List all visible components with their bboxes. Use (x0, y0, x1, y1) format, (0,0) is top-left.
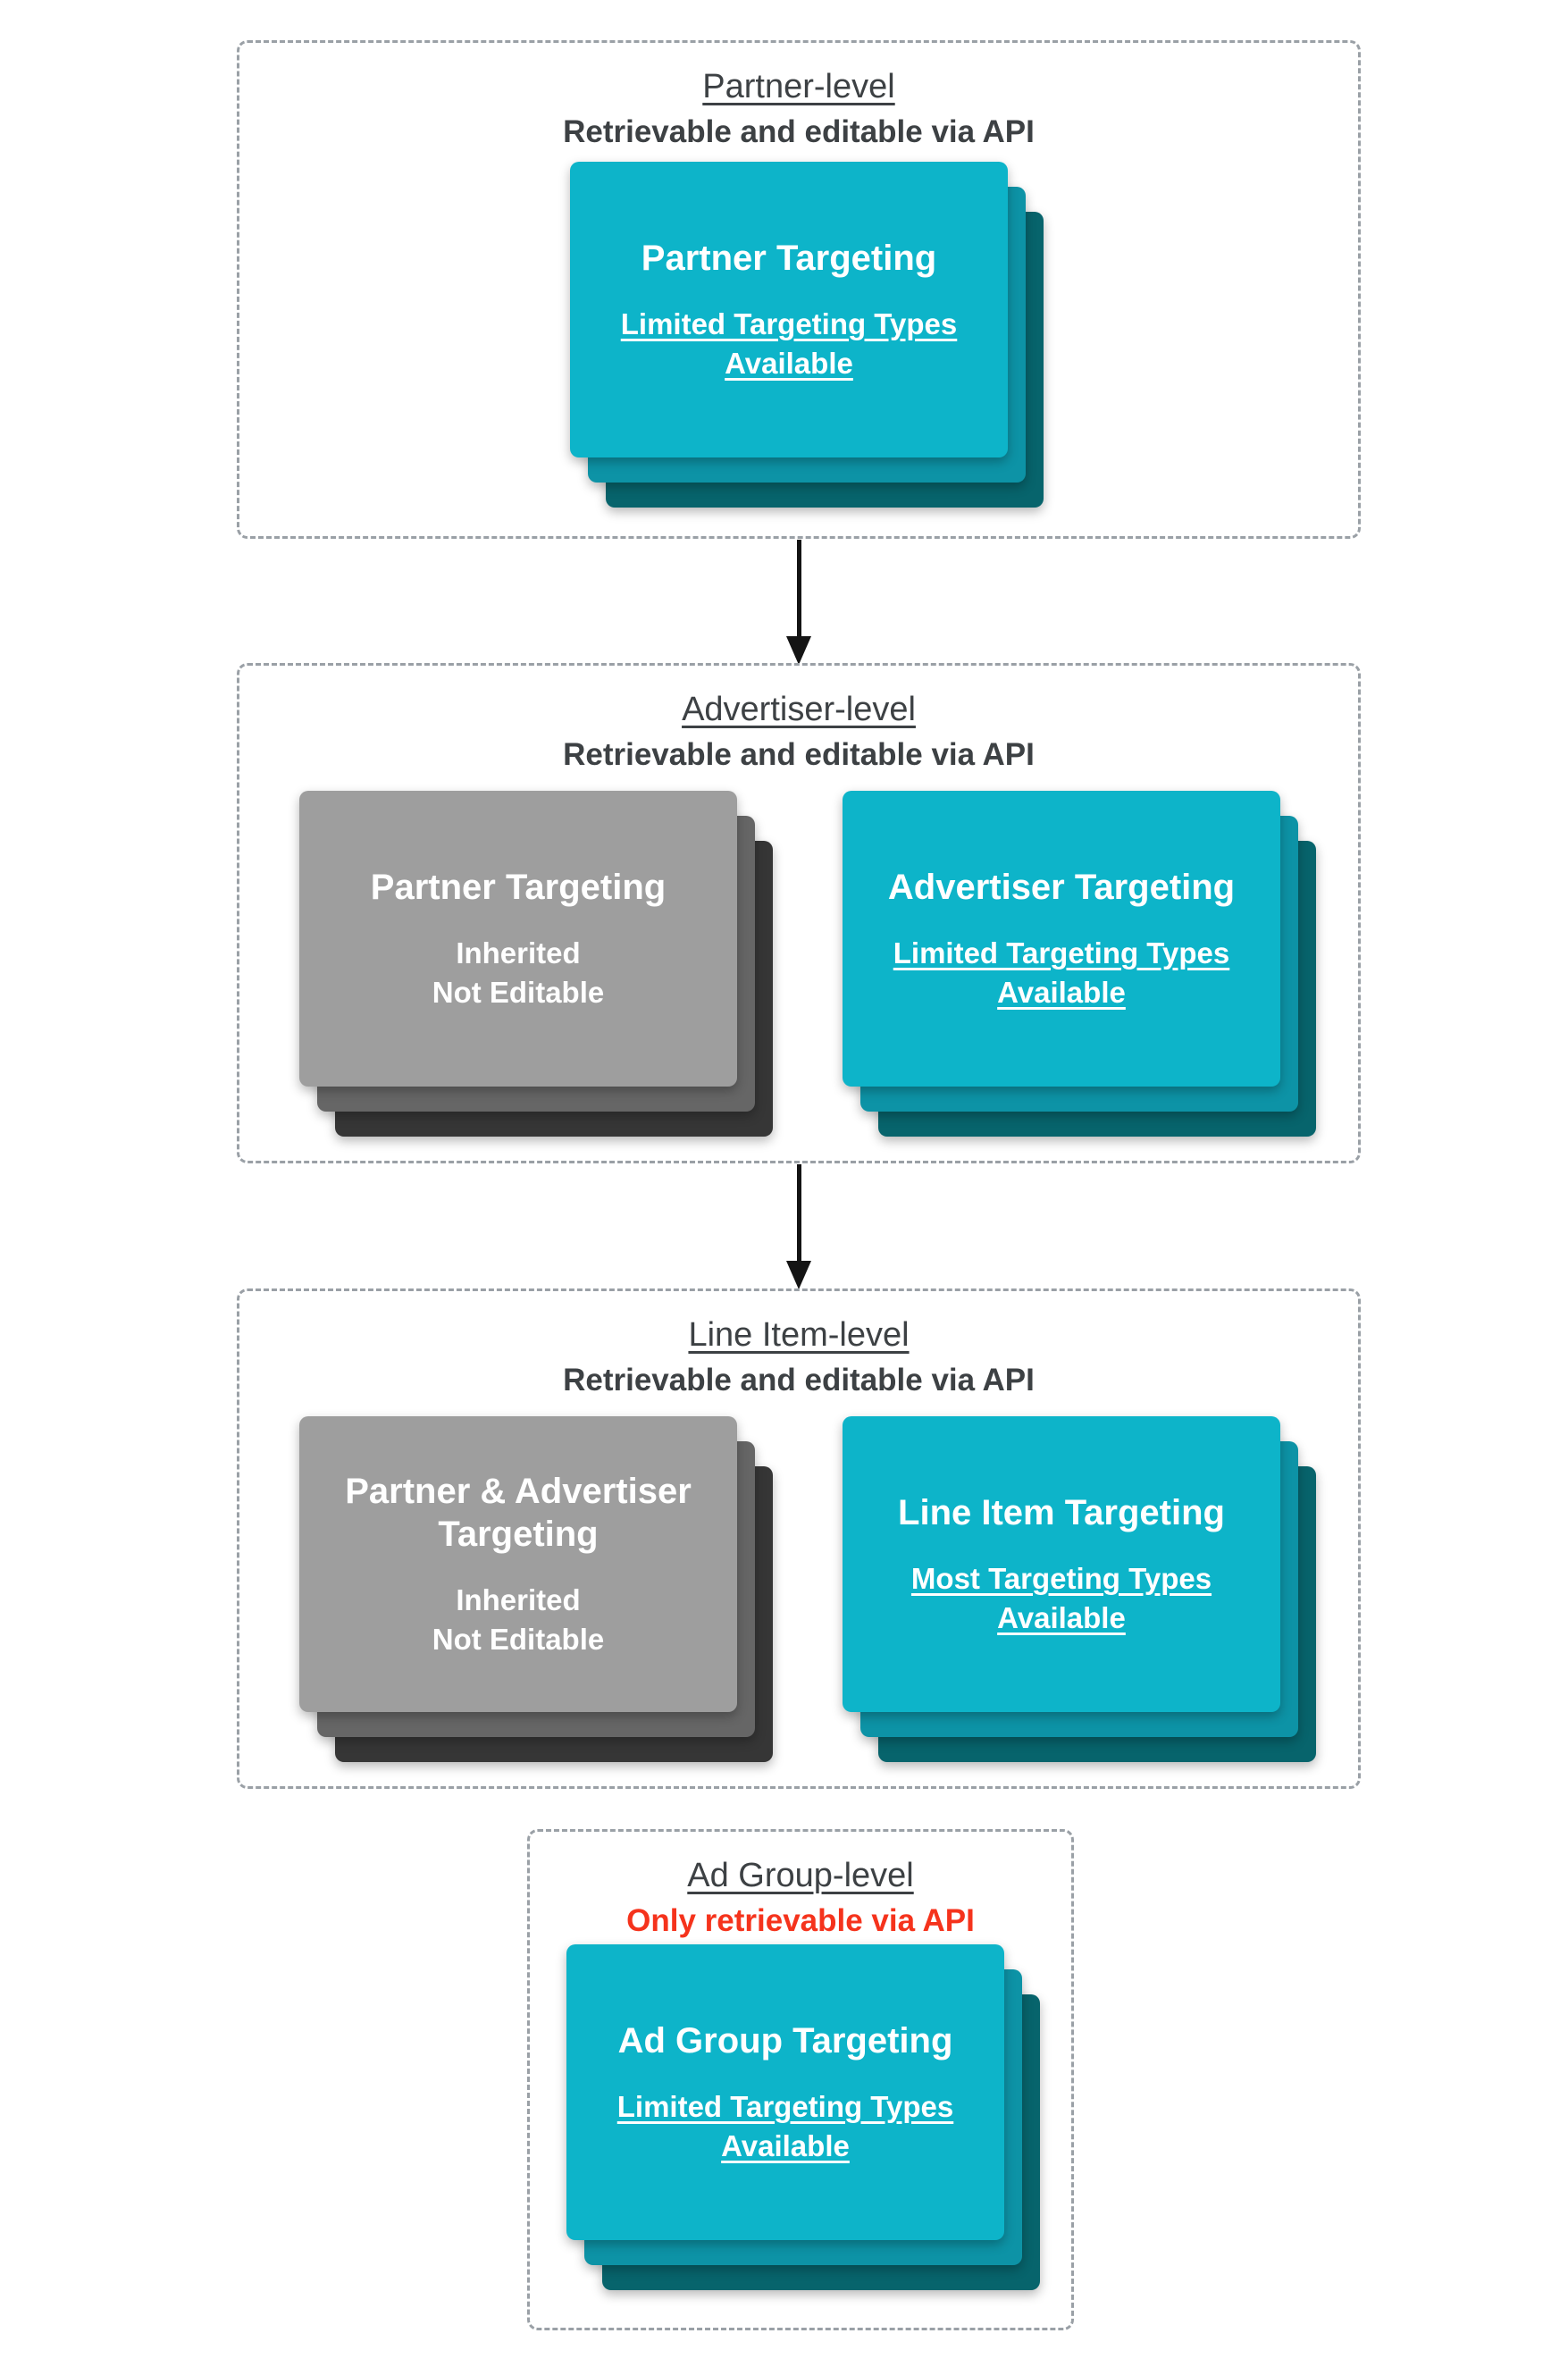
arrow-line (796, 1164, 801, 1261)
card-stack-ad-group-targeting: Ad Group Targeting Limited Targeting Typ… (566, 1944, 1040, 2290)
level-title: Advertiser-level (682, 691, 916, 728)
card-body-line: Not Editable (432, 975, 605, 1009)
card-body-line: Limited Targeting Types (893, 936, 1230, 969)
card-title: Ad Group Targeting (617, 2020, 953, 2061)
arrow-head-icon (786, 1261, 811, 1289)
card-body-line: Available (721, 2128, 850, 2162)
card-body-line: Available (997, 975, 1126, 1009)
card-stack-advertiser-targeting: Advertiser Targeting Limited Targeting T… (843, 791, 1316, 1137)
card-body-line: Inherited (456, 936, 581, 969)
card-body: Limited Targeting Types Available (893, 934, 1230, 1011)
card-body: Most Targeting Types Available (911, 1559, 1212, 1637)
card-title-line: Partner & Advertiser (345, 1471, 692, 1511)
card-title: Partner Targeting (370, 867, 667, 907)
card-body: Limited Targeting Types Available (621, 305, 958, 382)
card-body-line: Inherited (456, 1582, 581, 1616)
arrow-line (796, 540, 801, 636)
targeting-card: Partner & Advertiser Targeting Inherited… (299, 1416, 737, 1712)
card-body: Inherited Not Editable (432, 1581, 605, 1658)
card-title: Partner & Advertiser Targeting (345, 1470, 692, 1556)
down-arrow (786, 1164, 811, 1289)
down-arrow (786, 540, 811, 665)
card-title: Line Item Targeting (898, 1492, 1225, 1532)
level-title: Partner-level (702, 68, 895, 105)
level-title: Ad Group-level (687, 1857, 914, 1894)
card-title-line: Targeting (438, 1514, 599, 1554)
card-body: Limited Targeting Types Available (617, 2087, 954, 2165)
card-body-line: Available (725, 346, 853, 380)
section-ad-group-level: Ad Group-level Only retrievable via API … (527, 1829, 1074, 2330)
targeting-card: Advertiser Targeting Limited Targeting T… (843, 791, 1280, 1087)
level-subtitle: Only retrievable via API (626, 1903, 975, 1939)
level-subtitle: Retrievable and editable via API (563, 737, 1035, 773)
section-advertiser-level: Advertiser-level Retrievable and editabl… (237, 663, 1361, 1163)
card-body-line: Available (997, 1600, 1126, 1634)
level-subtitle: Retrievable and editable via API (563, 1363, 1035, 1398)
card-stack-inherited-partner-targeting: Partner Targeting Inherited Not Editable (299, 791, 773, 1137)
card-body-line: Limited Targeting Types (616, 2089, 954, 2123)
targeting-card: Partner Targeting Inherited Not Editable (299, 791, 737, 1087)
card-title: Partner Targeting (641, 238, 937, 278)
card-title: Advertiser Targeting (887, 867, 1236, 907)
targeting-card: Partner Targeting Limited Targeting Type… (570, 162, 1008, 457)
targeting-card: Line Item Targeting Most Targeting Types… (843, 1416, 1280, 1712)
card-stack-line-item-targeting: Line Item Targeting Most Targeting Types… (843, 1416, 1316, 1762)
arrow-head-icon (786, 636, 811, 665)
card-body-line: Most Targeting Types (910, 1561, 1212, 1595)
level-title: Line Item-level (688, 1316, 910, 1354)
card-body-line: Limited Targeting Types (620, 306, 958, 340)
section-line-item-level: Line Item-level Retrievable and editable… (237, 1288, 1361, 1789)
level-subtitle: Retrievable and editable via API (563, 114, 1035, 150)
card-body: Inherited Not Editable (432, 934, 605, 1011)
card-stack-partner-targeting: Partner Targeting Limited Targeting Type… (570, 162, 1044, 508)
card-stack-inherited-partner-advertiser-targeting: Partner & Advertiser Targeting Inherited… (299, 1416, 773, 1762)
card-body-line: Not Editable (432, 1622, 605, 1656)
section-partner-level: Partner-level Retrievable and editable v… (237, 40, 1361, 539)
targeting-card: Ad Group Targeting Limited Targeting Typ… (566, 1944, 1004, 2240)
